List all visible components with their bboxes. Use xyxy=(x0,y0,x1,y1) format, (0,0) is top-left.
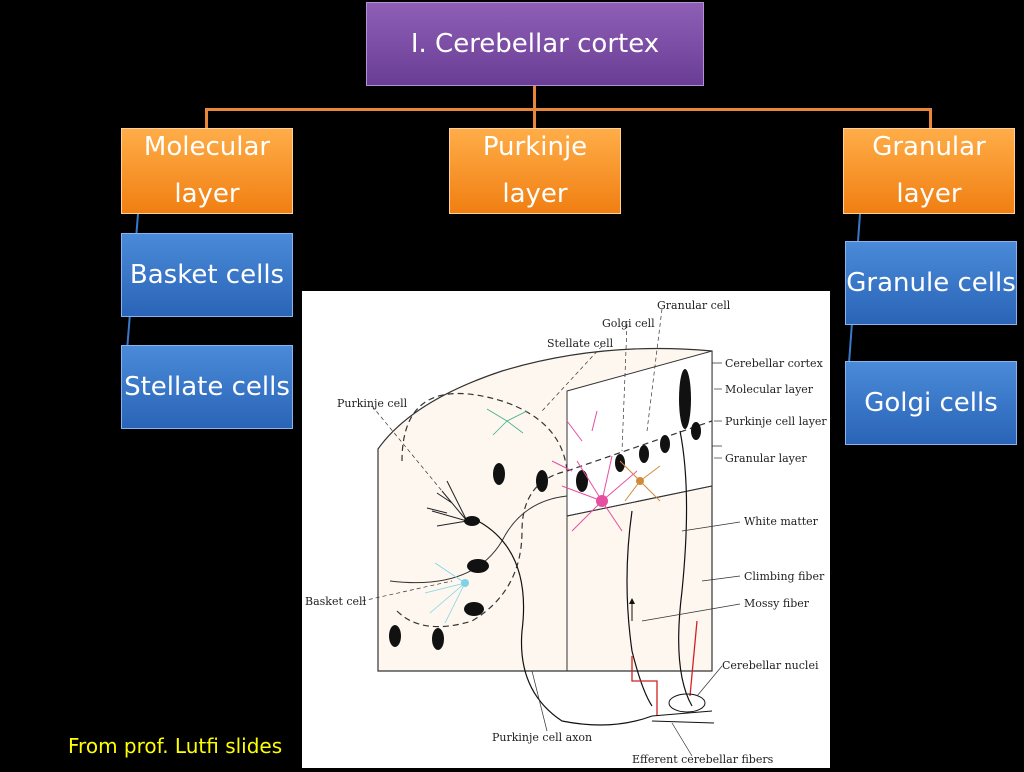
golgi-cells-box: Golgi cells xyxy=(845,361,1017,445)
label-cerebellar-nuclei: Cerebellar nuclei xyxy=(722,659,819,672)
label-granular-cell: Granular cell xyxy=(657,299,731,312)
basket-cells-box: Basket cells xyxy=(121,233,293,317)
basket-cells-label: Basket cells xyxy=(129,260,285,290)
label-granular-layer: Granular layer xyxy=(725,452,807,465)
connector-middle xyxy=(533,108,536,128)
label-purkinje-cell: Purkinje cell xyxy=(337,397,408,410)
molecular-line2: layer xyxy=(174,179,240,209)
stellate-cells-label: Stellate cells xyxy=(124,372,290,402)
molecular-layer-box: Molecular layer xyxy=(121,128,293,214)
purkinje-line2: layer xyxy=(502,179,568,209)
label-purkinje-cell-layer: Purkinje cell layer xyxy=(725,415,827,428)
title-box: I. Cerebellar cortex xyxy=(366,2,704,86)
label-efferent-fibers: Efferent cerebellar fibers xyxy=(632,753,774,766)
connector-left xyxy=(205,108,208,128)
label-stellate-cell: Stellate cell xyxy=(547,337,614,350)
golgi-cells-label: Golgi cells xyxy=(864,388,998,418)
label-climbing-fiber: Climbing fiber xyxy=(744,570,825,583)
cerebellum-drawing: Granular cell Golgi cell Stellate cell C… xyxy=(305,299,827,766)
connector-horizontal xyxy=(205,108,931,111)
title-text: I. Cerebellar cortex xyxy=(410,29,660,59)
label-cerebellar-cortex: Cerebellar cortex xyxy=(725,357,824,370)
molecular-line1: Molecular xyxy=(143,132,271,162)
label-basket-cell: Basket cell xyxy=(305,595,367,608)
purkinje-line1: Purkinje xyxy=(482,132,588,162)
stellate-cells-box: Stellate cells xyxy=(121,345,293,429)
connector-right xyxy=(929,108,932,128)
granule-cells-box: Granule cells xyxy=(845,241,1017,325)
purkinje-layer-box: Purkinje layer xyxy=(449,128,621,214)
label-purkinje-cell-axon: Purkinje cell axon xyxy=(492,731,592,744)
label-golgi-cell: Golgi cell xyxy=(602,317,655,330)
label-molecular-layer: Molecular layer xyxy=(725,383,814,396)
cerebellum-illustration: Granular cell Golgi cell Stellate cell C… xyxy=(302,291,830,768)
label-mossy-fiber: Mossy fiber xyxy=(744,597,810,610)
granular-layer-box: Granular layer xyxy=(843,128,1015,214)
granular-line2: layer xyxy=(896,179,962,209)
granule-cells-label: Granule cells xyxy=(846,268,1016,298)
granular-line1: Granular xyxy=(872,132,986,162)
label-white-matter: White matter xyxy=(744,515,819,528)
connector-vertical-main xyxy=(533,86,536,110)
credit-text: From prof. Lutfi slides xyxy=(68,734,283,758)
